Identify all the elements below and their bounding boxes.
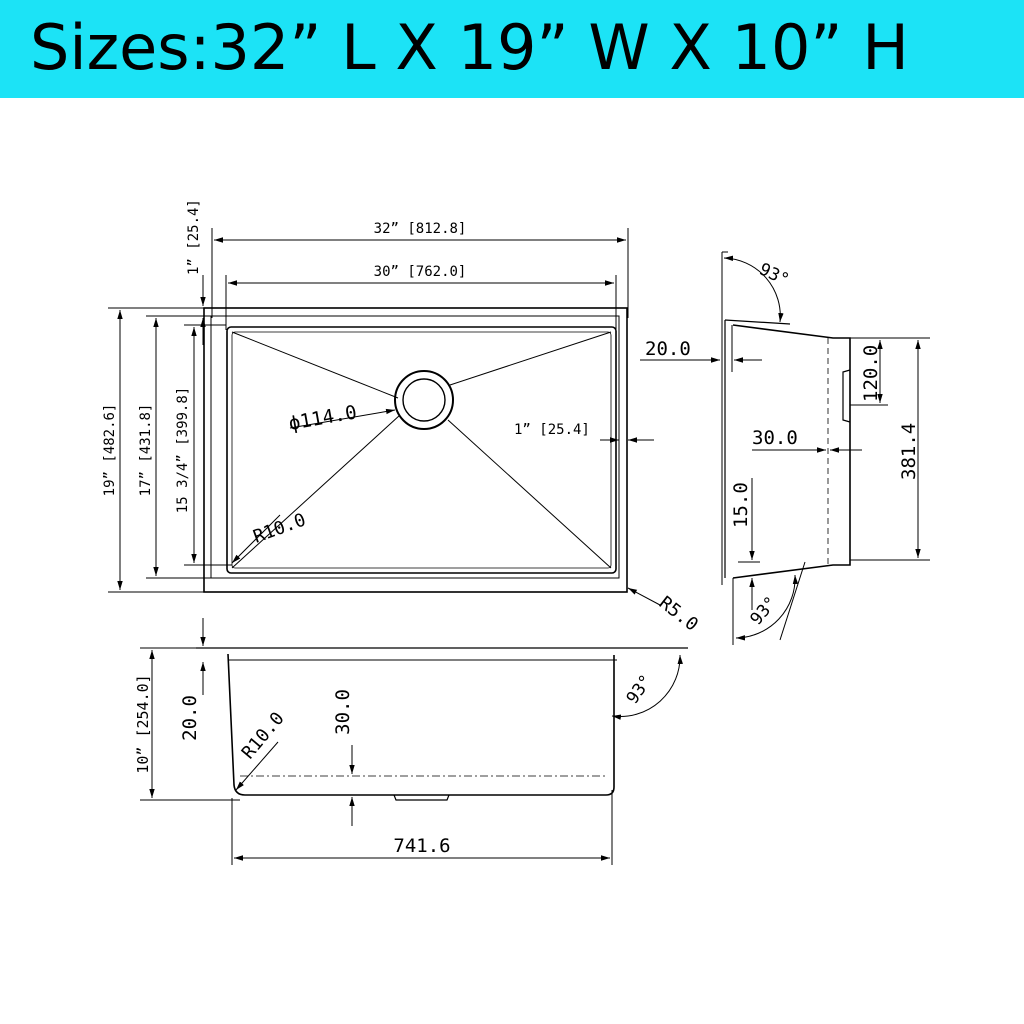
side-step-label: 15.0 — [730, 482, 752, 528]
overall-width-label: 19” [482.6] — [102, 404, 118, 497]
bowl-width-label: 15 3/4” [399.8] — [175, 387, 191, 513]
front-view — [140, 618, 688, 865]
drain-offset-label: 30.0 — [332, 689, 354, 735]
inner-length-label: 30” [762.0] — [374, 264, 467, 280]
front-profile — [227, 653, 615, 796]
side-offset-label: 30.0 — [752, 427, 798, 449]
inner-width-label: 17” [431.8] — [138, 404, 154, 497]
front-flange-label: 20.0 — [179, 695, 201, 741]
side-height-label: 381.4 — [898, 423, 920, 480]
rim-width-label: 1” [25.4] — [186, 199, 202, 275]
drain-height-label: 120.0 — [860, 345, 882, 402]
overall-length-label: 32” [812.8] — [374, 221, 467, 237]
side-flange-label: 20.0 — [645, 338, 691, 360]
front-radius-label: R10.0 — [238, 708, 289, 763]
top-view — [108, 228, 661, 606]
side-view — [640, 251, 930, 645]
front-angle-label: 93° — [623, 671, 657, 708]
drain-outer — [394, 370, 454, 430]
bottom-length-label: 741.6 — [393, 835, 450, 857]
sink-bowl — [226, 326, 617, 574]
sink-technical-drawing: 32” [812.8] 30” [762.0] 1” [25.4] 19” [4… — [102, 199, 930, 865]
side-top-angle-label: 93° — [756, 259, 792, 290]
drain-inner — [402, 378, 446, 422]
title-banner: Sizes:32” L X 19” W X 10” H — [0, 0, 1024, 98]
sizes-title: Sizes:32” L X 19” W X 10” H — [30, 11, 909, 84]
side-profile — [732, 324, 851, 579]
sink-outer-rim — [203, 307, 628, 593]
side-rim-label: 1” [25.4] — [514, 422, 590, 438]
drain-diameter-label: ϕ114.0 — [287, 401, 358, 435]
sink-inner-flange — [210, 315, 620, 579]
outer-corner-radius-label: R5.0 — [655, 592, 702, 635]
front-height-label: 10” [254.0] — [134, 674, 152, 773]
